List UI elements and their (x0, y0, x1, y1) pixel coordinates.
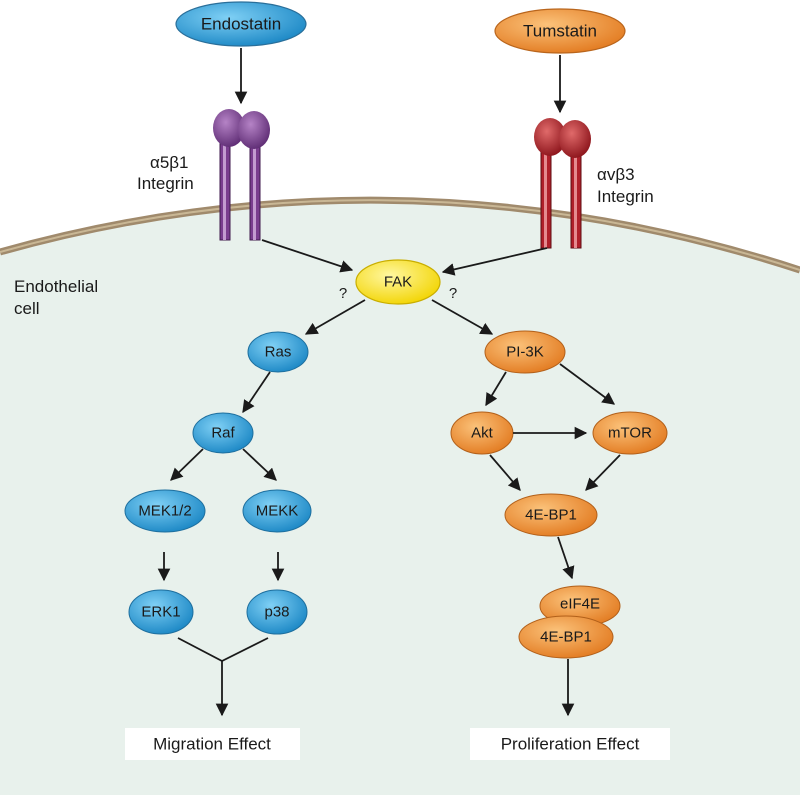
cell-label-line2: cell (14, 299, 40, 318)
fak-label: FAK (384, 274, 412, 291)
mek-node: MEK1/2 (124, 489, 206, 533)
akt-node: Akt (450, 411, 514, 455)
migration-effect-label: Migration Effect (153, 735, 271, 754)
mek-label: MEK1/2 (138, 503, 191, 520)
proliferation-effect-label: Proliferation Effect (501, 735, 640, 754)
arrow-right-integrin-fak (441, 247, 548, 276)
unknown-mark-right: ? (449, 285, 457, 302)
tumstatin-ligand: Tumstatin (494, 8, 626, 54)
arrow-fak-pi3k (431, 299, 494, 335)
right-integrin-type: Integrin (597, 187, 654, 206)
ras-label: Ras (265, 344, 292, 361)
arrow-4ebp1-complex (557, 536, 575, 580)
p38-label: p38 (264, 604, 289, 621)
arrow-pi3k-mtor (559, 363, 616, 405)
arrow-raf-mek (170, 448, 204, 481)
eif4e-label: eIF4E (560, 596, 600, 613)
erk-label: ERK1 (141, 604, 180, 621)
erk-node: ERK1 (128, 589, 194, 635)
cell-label-line1: Endothelial (14, 277, 98, 296)
mekk-node: MEKK (242, 489, 312, 533)
mtor-node: mTOR (592, 411, 668, 455)
pi3k-label: PI-3K (506, 344, 544, 361)
mtor-label: mTOR (608, 425, 652, 442)
endostatin-label: Endostatin (201, 15, 281, 34)
right-integrin-name: αvβ3 (597, 165, 635, 184)
endostatin-ligand: Endostatin (175, 1, 307, 47)
arrow-mtor-4ebp1 (585, 454, 621, 491)
arrow-ras-raf (242, 371, 271, 414)
eif4e-4ebp1-complex: eIF4E 4E-BP1 (518, 585, 621, 659)
alpha5beta1-integrin (213, 109, 270, 241)
complex-4ebp1-label: 4E-BP1 (540, 629, 592, 646)
arrow-raf-mekk (242, 448, 277, 481)
alphavbeta3-integrin (534, 118, 591, 249)
arrow-fak-ras (304, 299, 366, 335)
4ebp1-node: 4E-BP1 (504, 493, 598, 537)
arrow-pi3k-akt (485, 371, 507, 407)
4ebp1-label: 4E-BP1 (525, 507, 577, 524)
pi3k-node: PI-3K (484, 330, 566, 374)
ras-node: Ras (247, 331, 309, 373)
p38-node: p38 (246, 589, 308, 635)
left-integrin-type: Integrin (137, 174, 194, 193)
arrow-akt-4ebp1 (489, 454, 521, 491)
left-integrin-name: α5β1 (150, 153, 189, 172)
tumstatin-label: Tumstatin (523, 22, 597, 41)
migration-effect-box: Migration Effect (125, 728, 300, 760)
raf-label: Raf (211, 425, 235, 442)
proliferation-effect-box: Proliferation Effect (470, 728, 670, 760)
arrow-left-integrin-fak (261, 239, 354, 273)
mekk-label: MEKK (256, 503, 299, 520)
akt-label: Akt (471, 425, 494, 442)
raf-node: Raf (192, 412, 254, 454)
fak-node: FAK (355, 259, 441, 305)
unknown-mark-left: ? (339, 285, 347, 302)
